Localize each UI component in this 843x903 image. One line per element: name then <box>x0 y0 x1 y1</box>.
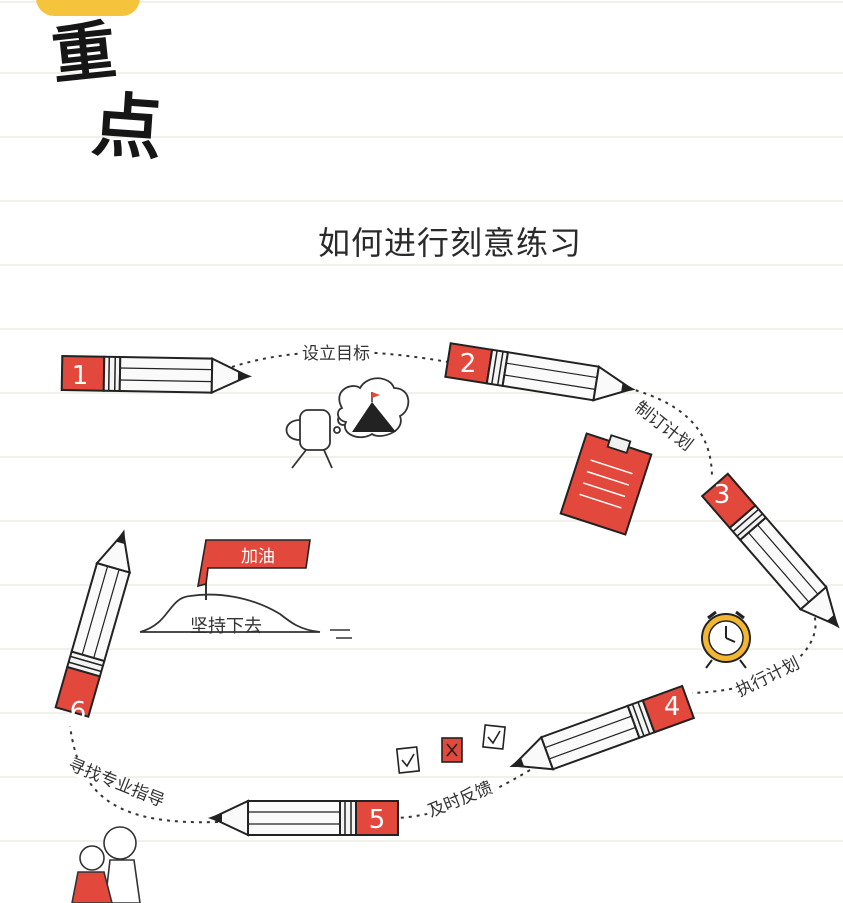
pencil-1 <box>60 355 254 395</box>
flag-on-hill-illustration <box>139 539 352 639</box>
diagram-title: 如何进行刻意练习 <box>317 224 582 262</box>
step-number-3: 3 <box>714 480 731 510</box>
feedback-checkbox-icons <box>395 724 506 774</box>
alarm-clock-icon <box>701 610 751 669</box>
step-label-2: 设立目标 <box>300 344 372 364</box>
pencil-6 <box>54 523 142 718</box>
yellow-tab <box>36 0 140 16</box>
thinking-person-illustration <box>285 409 349 469</box>
step-number-1: 1 <box>72 361 89 391</box>
clipboard-icon <box>559 432 653 536</box>
step-number-6: 6 <box>70 697 87 727</box>
hill-text: 坚持下去 <box>190 616 262 637</box>
mentor-and-student-illustration <box>71 826 141 903</box>
step-number-2: 2 <box>460 349 477 379</box>
mountain-thought-bubble-illustration <box>337 377 410 439</box>
step-number-5: 5 <box>369 805 386 835</box>
step-number-4: 4 <box>664 692 681 722</box>
flag-text: 加油 <box>241 547 275 567</box>
